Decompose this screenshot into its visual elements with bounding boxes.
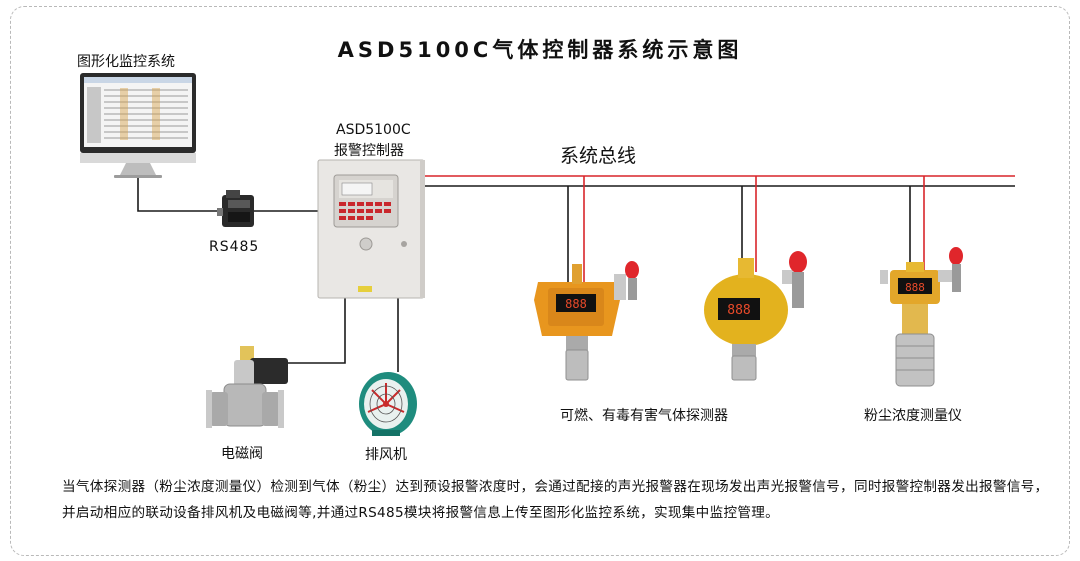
dust-meter-icon: 888 <box>880 247 963 387</box>
dust-meter-display: 888 <box>905 281 925 294</box>
monitor-label: 图形化监控系统 <box>77 54 175 70</box>
alarm-lamp-2-icon <box>789 251 807 273</box>
gas-detectors-label: 可燃、有毒有害气体探测器 <box>560 408 728 424</box>
valve-label: 电磁阀 <box>221 446 263 462</box>
rs485-label: RS485 <box>209 239 260 255</box>
gas-detector-1-icon: 888 <box>534 261 639 381</box>
gas-detector-2-icon: 888 <box>704 251 807 381</box>
description-text: 当气体探测器（粉尘浓度测量仪）检测到气体（粉尘）达到预设报警浓度时，会通过配接的… <box>62 479 1049 521</box>
alarm-lamp-3-icon <box>949 247 963 265</box>
controller-icon <box>317 159 425 299</box>
controller-model-label: ASD5100C <box>336 122 411 138</box>
gas-detector-2-display: 888 <box>727 303 750 318</box>
dust-meter-label: 粉尘浓度测量仪 <box>864 408 962 424</box>
rs485-converter-icon <box>217 190 254 227</box>
system-bus-label: 系统总线 <box>560 145 637 167</box>
monitor-icon <box>80 73 196 178</box>
solenoid-valve-icon <box>206 346 288 428</box>
diagram-frame <box>10 6 1070 556</box>
controller-name-label: 报警控制器 <box>334 143 404 159</box>
gas-detector-1-display: 888 <box>565 297 587 311</box>
wiring <box>137 175 1015 372</box>
exhaust-fan-icon <box>359 372 417 436</box>
diagram-title: ASD5100C气体控制器系统示意图 <box>337 38 743 62</box>
fan-label: 排风机 <box>365 447 407 463</box>
alarm-lamp-1-icon <box>625 261 639 279</box>
